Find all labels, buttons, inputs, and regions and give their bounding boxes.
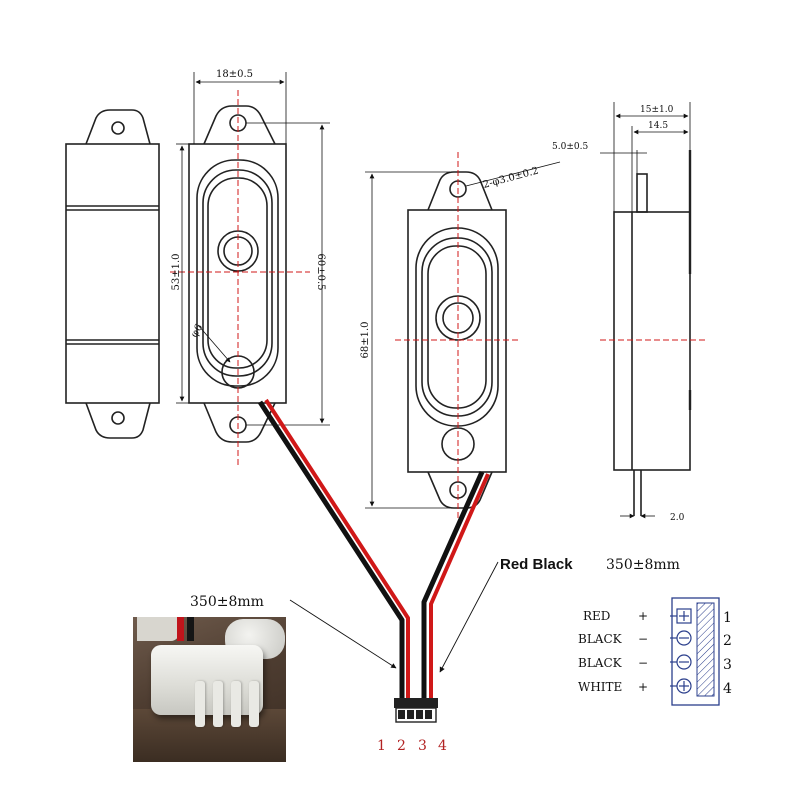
dim-offset-5: 5.0±0.5 [552,142,588,152]
pinout-row-1: RED + 1 [583,609,732,626]
pinout-row-2: BLACK − 2 [578,632,732,649]
dim-lines-middle [365,161,561,509]
svg-text:1: 1 [723,610,732,626]
centerlines-middle [395,152,520,530]
dim-lines-right [600,102,691,519]
pin-number-1: 1 [377,738,386,754]
pin-number-2: 2 [397,738,406,754]
side-view-left [65,109,160,439]
pinout-legend [670,597,720,706]
callout-cable-length: 350±8mm [606,557,680,573]
wire-left [257,398,410,700]
svg-text:4: 4 [723,681,732,697]
dim-length-68: 68±1.0 [360,321,371,358]
svg-text:−: − [638,656,648,670]
svg-text:+: + [638,680,648,694]
pin-number-3: 3 [418,738,427,754]
dim-width-18: 18±0.5 [216,69,253,80]
svg-text:+: + [638,609,648,623]
dim-pin-2: 2.0 [670,513,685,523]
dim-lines-left [176,72,330,426]
dim-depth-14-5: 14.5 [648,121,668,131]
wire-right [421,470,490,700]
svg-text:BLACK: BLACK [578,632,623,646]
side-profile-right [613,150,692,516]
centerlines-left [170,90,310,465]
svg-text:2: 2 [723,633,732,649]
svg-text:3: 3 [723,657,732,673]
pin-number-4: 4 [438,738,447,754]
pinout-row-4: WHITE + 4 [578,680,732,697]
callout-cable-left: 350±8mm [190,594,264,610]
callout-leaders [289,561,499,673]
svg-text:BLACK: BLACK [578,656,623,670]
callout-cable-colors: Red Black [500,556,573,573]
svg-text:−: − [638,632,648,646]
dim-span-60: 60±0.5 [315,253,326,290]
svg-text:WHITE: WHITE [578,680,622,694]
connector-photo [133,617,286,762]
pinout-row-3: BLACK − 3 [578,656,732,673]
dim-mount-holes: 2-φ3.0±0.2 [482,166,540,191]
svg-text:RED: RED [583,609,610,623]
dim-height-53: 53±1.0 [171,253,182,290]
dim-depth-15: 15±1.0 [640,105,674,115]
connector-4pin [394,698,438,723]
